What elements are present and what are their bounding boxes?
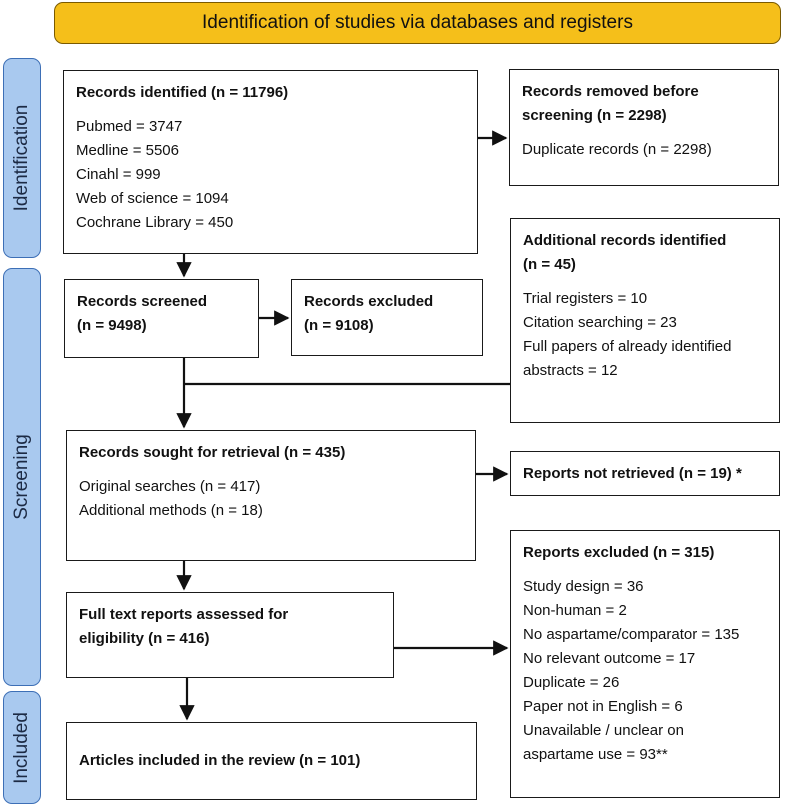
reports-excluded-title: Reports excluded (n = 315)	[523, 544, 715, 561]
additional-records-line: Citation searching = 23	[523, 314, 677, 331]
reports-excluded-box: Reports excluded (n = 315) Study design …	[510, 530, 780, 798]
full-text-title: Full text reports assessed for	[79, 606, 289, 623]
additional-records-line: abstracts = 12	[523, 362, 618, 379]
reports-excluded-line: Non-human = 2	[523, 602, 627, 619]
not-retrieved-title: Reports not retrieved (n = 19) *	[523, 465, 742, 482]
records-removed-box: Records removed before screening (n = 22…	[509, 69, 779, 186]
reports-excluded-line: Paper not in English = 6	[523, 698, 683, 715]
records-excluded-box: Records excluded (n = 9108)	[291, 279, 483, 356]
included-title: Articles included in the review (n = 101…	[79, 752, 361, 769]
phase-included: Included	[3, 691, 41, 804]
reports-excluded-line: Unavailable / unclear on	[523, 722, 684, 739]
records-removed-title: screening (n = 2298)	[522, 107, 667, 124]
additional-records-line: Full papers of already identified	[523, 338, 732, 355]
records-screened-title: (n = 9498)	[77, 317, 147, 334]
additional-records-line: Trial registers = 10	[523, 290, 648, 307]
records-identified-line: Medline = 5506	[76, 142, 179, 159]
records-identified-line: Web of science = 1094	[76, 190, 229, 207]
not-retrieved-box: Reports not retrieved (n = 19) *	[510, 451, 780, 496]
header-title: Identification of studies via databases …	[202, 12, 633, 33]
additional-records-title: Additional records identified	[523, 232, 727, 249]
phase-identification: Identification	[3, 58, 41, 258]
records-screened-title: Records screened	[77, 293, 208, 310]
records-identified-line: Cinahl = 999	[76, 166, 161, 183]
records-identified-title: Records identified (n = 11796)	[76, 84, 289, 101]
records-excluded-title: Records excluded	[304, 293, 434, 310]
reports-excluded-line: No aspartame/comparator = 135	[523, 626, 740, 643]
additional-records-title: (n = 45)	[523, 256, 576, 273]
full-text-title: eligibility (n = 416)	[79, 630, 210, 647]
reports-excluded-line: aspartame use = 93**	[523, 746, 668, 763]
records-identified-line: Pubmed = 3747	[76, 118, 183, 135]
records-identified-box: Records identified (n = 11796) Pubmed = …	[63, 70, 478, 254]
records-screened-box: Records screened (n = 9498)	[64, 279, 259, 358]
phase-screening: Screening	[3, 268, 41, 686]
included-box: Articles included in the review (n = 101…	[66, 722, 477, 800]
reports-excluded-line: Duplicate = 26	[523, 674, 620, 691]
reports-excluded-line: No relevant outcome = 17	[523, 650, 696, 667]
records-excluded-title: (n = 9108)	[304, 317, 374, 334]
reports-excluded-line: Study design = 36	[523, 578, 644, 595]
sought-retrieval-box: Records sought for retrieval (n = 435) O…	[66, 430, 476, 561]
records-removed-title: Records removed before	[522, 83, 699, 100]
records-identified-line: Cochrane Library = 450	[76, 214, 234, 231]
full-text-box: Full text reports assessed for eligibili…	[66, 592, 394, 678]
sought-retrieval-line: Original searches (n = 417)	[79, 478, 261, 495]
sought-retrieval-line: Additional methods (n = 18)	[79, 502, 263, 519]
sought-retrieval-title: Records sought for retrieval (n = 435)	[79, 444, 346, 461]
records-removed-line: Duplicate records (n = 2298)	[522, 141, 712, 158]
additional-records-box: Additional records identified (n = 45) T…	[510, 218, 780, 423]
header-banner: Identification of studies via databases …	[54, 2, 781, 44]
